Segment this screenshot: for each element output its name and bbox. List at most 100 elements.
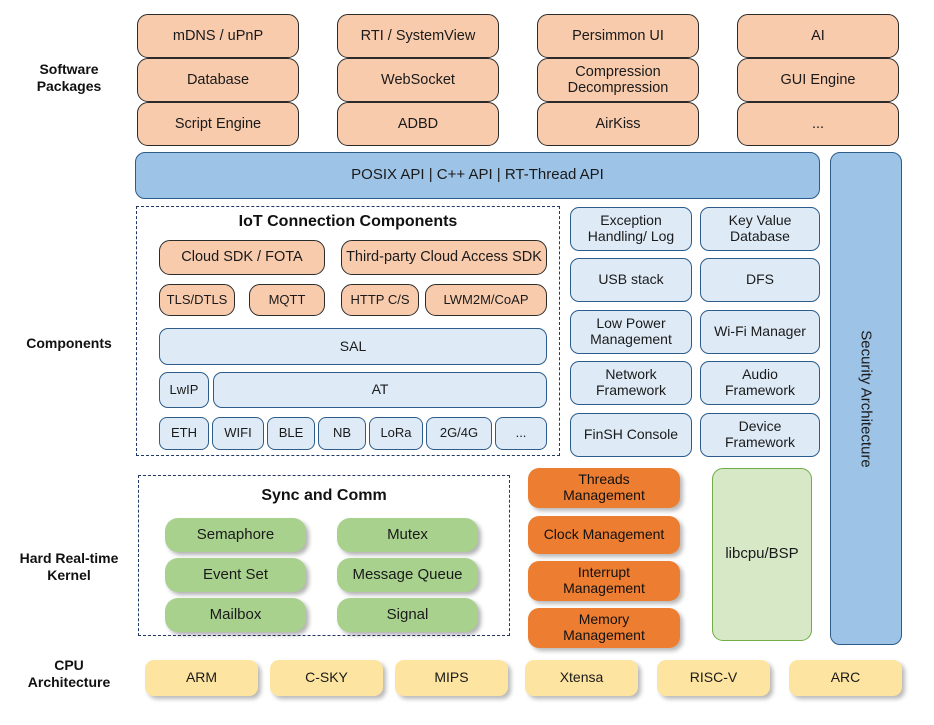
kernel-object-box[interactable]: Mutex: [337, 518, 478, 552]
iot-label: ETH: [171, 425, 197, 441]
iot-box[interactable]: Cloud SDK / FOTA: [159, 240, 325, 275]
iot-box[interactable]: WIFI: [212, 417, 264, 450]
security-architecture-bar[interactable]: Security Architecture: [830, 152, 902, 645]
package-label: WebSocket: [381, 71, 455, 88]
kernel-management-box[interactable]: Clock Management: [528, 516, 680, 554]
iot-label: 2G/4G: [439, 425, 479, 441]
component-box[interactable]: USB stack: [570, 258, 692, 302]
iot-label: BLE: [278, 425, 304, 441]
libcpu-bsp-box[interactable]: libcpu/BSP: [712, 468, 812, 641]
package-box[interactable]: ...: [737, 102, 899, 146]
api-bar-label: POSIX API | C++ API | RT-Thread API: [351, 166, 604, 184]
iot-box[interactable]: ETH: [159, 417, 209, 450]
component-label: USB stack: [598, 271, 664, 288]
component-box[interactable]: DFS: [700, 258, 820, 302]
kernel-object-label: Semaphore: [196, 525, 275, 543]
iot-label: Third-party Cloud Access SDK: [346, 249, 542, 266]
iot-box[interactable]: LwIP: [159, 372, 209, 408]
iot-box[interactable]: HTTP C/S: [341, 284, 419, 316]
package-box[interactable]: AirKiss: [537, 102, 699, 146]
iot-label: HTTP C/S: [350, 291, 410, 307]
iot-box[interactable]: TLS/DTLS: [159, 284, 235, 316]
iot-sal-box[interactable]: SAL: [159, 328, 547, 365]
iot-box[interactable]: 2G/4G: [426, 417, 492, 450]
cpu-arch-box[interactable]: MIPS: [395, 660, 508, 696]
component-box[interactable]: Wi-Fi Manager: [700, 310, 820, 354]
kernel-object-label: Signal: [386, 605, 429, 623]
cpu-arch-box[interactable]: Xtensa: [525, 660, 638, 696]
component-label: DFS: [746, 271, 774, 288]
iot-box[interactable]: ...: [495, 417, 547, 450]
cpu-arch-box[interactable]: RISC-V: [657, 660, 770, 696]
package-box[interactable]: Database: [137, 58, 299, 102]
iot-box[interactable]: LoRa: [369, 417, 423, 450]
kernel-object-label: Message Queue: [352, 565, 463, 583]
package-box[interactable]: GUI Engine: [737, 58, 899, 102]
cpu-arch-box[interactable]: ARM: [145, 660, 258, 696]
package-box[interactable]: Script Engine: [137, 102, 299, 146]
package-label: GUI Engine: [780, 71, 856, 88]
component-label: Wi-Fi Manager: [714, 323, 806, 340]
package-box[interactable]: ADBD: [337, 102, 499, 146]
kernel-object-label: Event Set: [202, 565, 269, 583]
iot-label: LWM2M/CoAP: [443, 291, 529, 307]
row-label-components: Components: [26, 335, 112, 351]
kernel-object-box[interactable]: Event Set: [165, 558, 306, 592]
iot-box[interactable]: LWM2M/CoAP: [425, 284, 547, 316]
kernel-object-label: Mailbox: [209, 605, 262, 623]
package-label: Database: [186, 71, 250, 88]
package-label: mDNS / uPnP: [172, 27, 264, 44]
kernel-object-box[interactable]: Semaphore: [165, 518, 306, 552]
cpu-arch-label: C-SKY: [305, 669, 348, 686]
package-box[interactable]: RTI / SystemView: [337, 14, 499, 58]
iot-label: LoRa: [380, 425, 412, 441]
iot-box[interactable]: Third-party Cloud Access SDK: [341, 240, 547, 275]
package-label: Persimmon UI: [572, 27, 664, 44]
iot-box[interactable]: BLE: [267, 417, 315, 450]
api-bar[interactable]: POSIX API | C++ API | RT-Thread API: [135, 152, 820, 199]
kernel-object-box[interactable]: Signal: [337, 598, 478, 632]
iot-label: Cloud SDK / FOTA: [181, 249, 303, 266]
iot-box[interactable]: AT: [213, 372, 547, 408]
cpu-arch-box[interactable]: ARC: [789, 660, 902, 696]
security-architecture-label: Security Architecture: [857, 329, 875, 468]
iot-box[interactable]: MQTT: [249, 284, 325, 316]
cpu-arch-label: ARC: [830, 669, 861, 686]
cpu-arch-box[interactable]: C-SKY: [270, 660, 383, 696]
kernel-management-label: Clock Management: [543, 526, 665, 543]
kernel-object-box[interactable]: Message Queue: [337, 558, 478, 592]
iot-connection-group: [136, 206, 560, 456]
package-box[interactable]: AI: [737, 14, 899, 58]
iot-label: ...: [515, 425, 527, 441]
package-label: AirKiss: [595, 115, 641, 132]
kernel-object-box[interactable]: Mailbox: [165, 598, 306, 632]
package-label: RTI / SystemView: [360, 27, 476, 44]
package-box[interactable]: mDNS / uPnP: [137, 14, 299, 58]
cpu-arch-label: ARM: [185, 669, 218, 686]
component-box[interactable]: FinSH Console: [570, 413, 692, 457]
libcpu-bsp-label: libcpu/BSP: [725, 545, 799, 563]
cpu-arch-label: MIPS: [434, 669, 469, 686]
iot-box[interactable]: NB: [318, 417, 366, 450]
package-box[interactable]: WebSocket: [337, 58, 499, 102]
package-box[interactable]: Persimmon UI: [537, 14, 699, 58]
